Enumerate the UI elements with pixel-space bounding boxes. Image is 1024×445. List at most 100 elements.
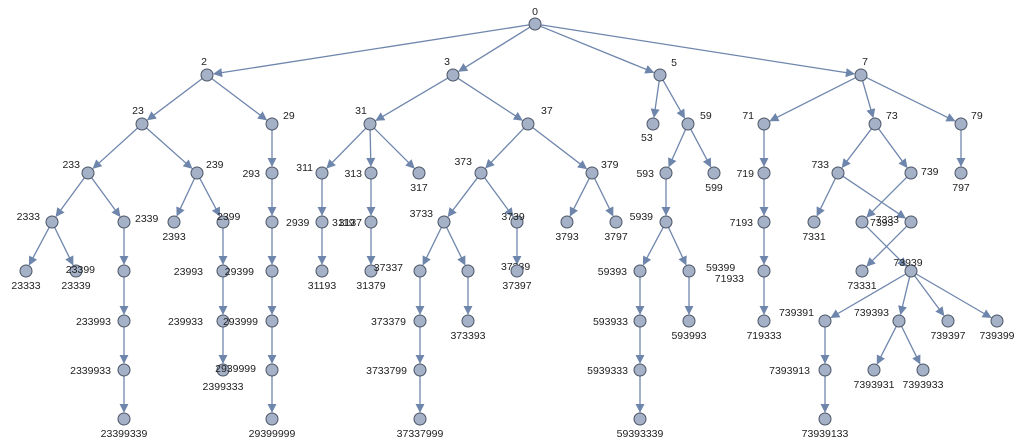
node-circle [585,166,599,180]
tree-node-379: 379 [585,159,619,180]
node-label: 0 [532,6,538,18]
tree-node-239: 239 [190,159,224,180]
tree-node-593993: 593993 [671,314,707,342]
tree-node-373393: 373393 [450,314,486,342]
edge-73939-739397 [914,275,945,317]
tree-node-2939: 2939 [265,215,310,229]
edge-5939-59393 [642,226,664,266]
tree-node-59: 59 [681,110,712,131]
tree-node-797: 797 [952,166,970,194]
node-circle [757,314,771,328]
node-label: 29 [283,110,295,122]
node-label: 739397 [930,330,965,342]
tree-node-311: 311 [296,162,329,180]
node-label: 313 [344,168,362,180]
tree-node-73939133: 73939133 [802,412,849,440]
tree-node-23: 23 [132,105,149,131]
node-label: 31 [355,105,367,117]
edge-233-2339 [91,177,121,218]
edge-3-31 [375,77,449,121]
node-label: 233 [62,159,80,171]
tree-node-3733799: 3733799 [366,363,427,377]
tree-node-373379: 373379 [371,314,427,328]
edge-5-59 [662,79,686,119]
tree-node-29399999: 29399999 [249,412,296,440]
node-label: 59393 [598,266,627,278]
node-circle [216,264,230,278]
node-circle [265,117,279,131]
tree-node-3137: 3137 [339,215,378,229]
node-label: 31379 [356,280,385,292]
tree-node-3739: 3739 [501,211,525,229]
edge-2-29 [211,78,268,121]
node-label: 7393933 [903,379,944,391]
node-label: 373393 [450,330,485,342]
node-label: 2393 [162,231,186,243]
node-circle [892,314,906,328]
node-circle [315,215,329,229]
node-circle [265,166,279,180]
node-circle [190,166,204,180]
node-circle [916,363,930,377]
tree-node-293: 293 [242,166,279,180]
edge-37-373 [485,127,525,169]
node-circle [216,363,230,377]
tree-node-59393339: 59393339 [617,412,664,440]
tree-node-0: 0 [528,6,542,31]
node-circle [413,412,427,426]
tree-node-5939: 5939 [630,211,673,229]
tree-node-239933: 239933 [168,314,230,328]
node-circle [461,314,475,328]
node-label: 2939999 [215,363,256,375]
tree-node-3793: 3793 [555,215,579,243]
node-label: 23 [132,105,144,117]
node-circle [45,215,59,229]
node-label: 293 [242,168,260,180]
node-circle [265,314,279,328]
tree-node-29: 29 [265,110,295,131]
node-circle [941,314,955,328]
node-label: 59399 [706,262,735,274]
tree-node-2: 2 [200,56,214,82]
node-circle [855,264,869,278]
node-label: 2333 [17,211,41,223]
node-label: 5939 [630,211,654,223]
node-label: 23333 [11,280,40,292]
node-circle [117,215,131,229]
tree-node-373: 373 [454,156,488,180]
tree-node-733: 733 [811,159,845,180]
node-label: 2 [201,56,207,68]
node-circle [633,314,647,328]
edge-3-37 [457,77,523,121]
node-label: 2399 [217,211,241,223]
node-circle [560,215,574,229]
node-label: 53 [641,132,653,144]
node-label: 593993 [671,330,706,342]
node-label: 797 [952,182,970,194]
node-label: 3 [444,56,450,68]
node-circle [364,215,378,229]
node-circle [609,215,623,229]
edge-239-2399 [199,177,221,217]
node-label: 3119 [332,217,355,229]
node-label: 593 [636,168,654,180]
node-circle [364,166,378,180]
edge-0-5 [540,25,655,74]
tree-node-233: 233 [62,159,95,180]
node-label: 29399999 [249,428,296,440]
tree-node-7393933: 7393933 [903,363,944,391]
node-circle [412,166,426,180]
edge-5939-59399 [667,227,687,266]
node-label: 29399 [225,266,254,278]
node-circle [19,264,33,278]
node-circle [867,363,881,377]
tree-node-23339: 23339 [61,264,91,292]
edge-0-7 [540,24,855,78]
node-circle [135,117,149,131]
edge-733-7331 [816,178,836,217]
node-label: 2939 [286,217,310,229]
node-circle [528,17,542,31]
tree-node-2393: 2393 [162,215,186,243]
node-label: 2339 [135,213,159,225]
edge-59-599 [690,128,712,168]
